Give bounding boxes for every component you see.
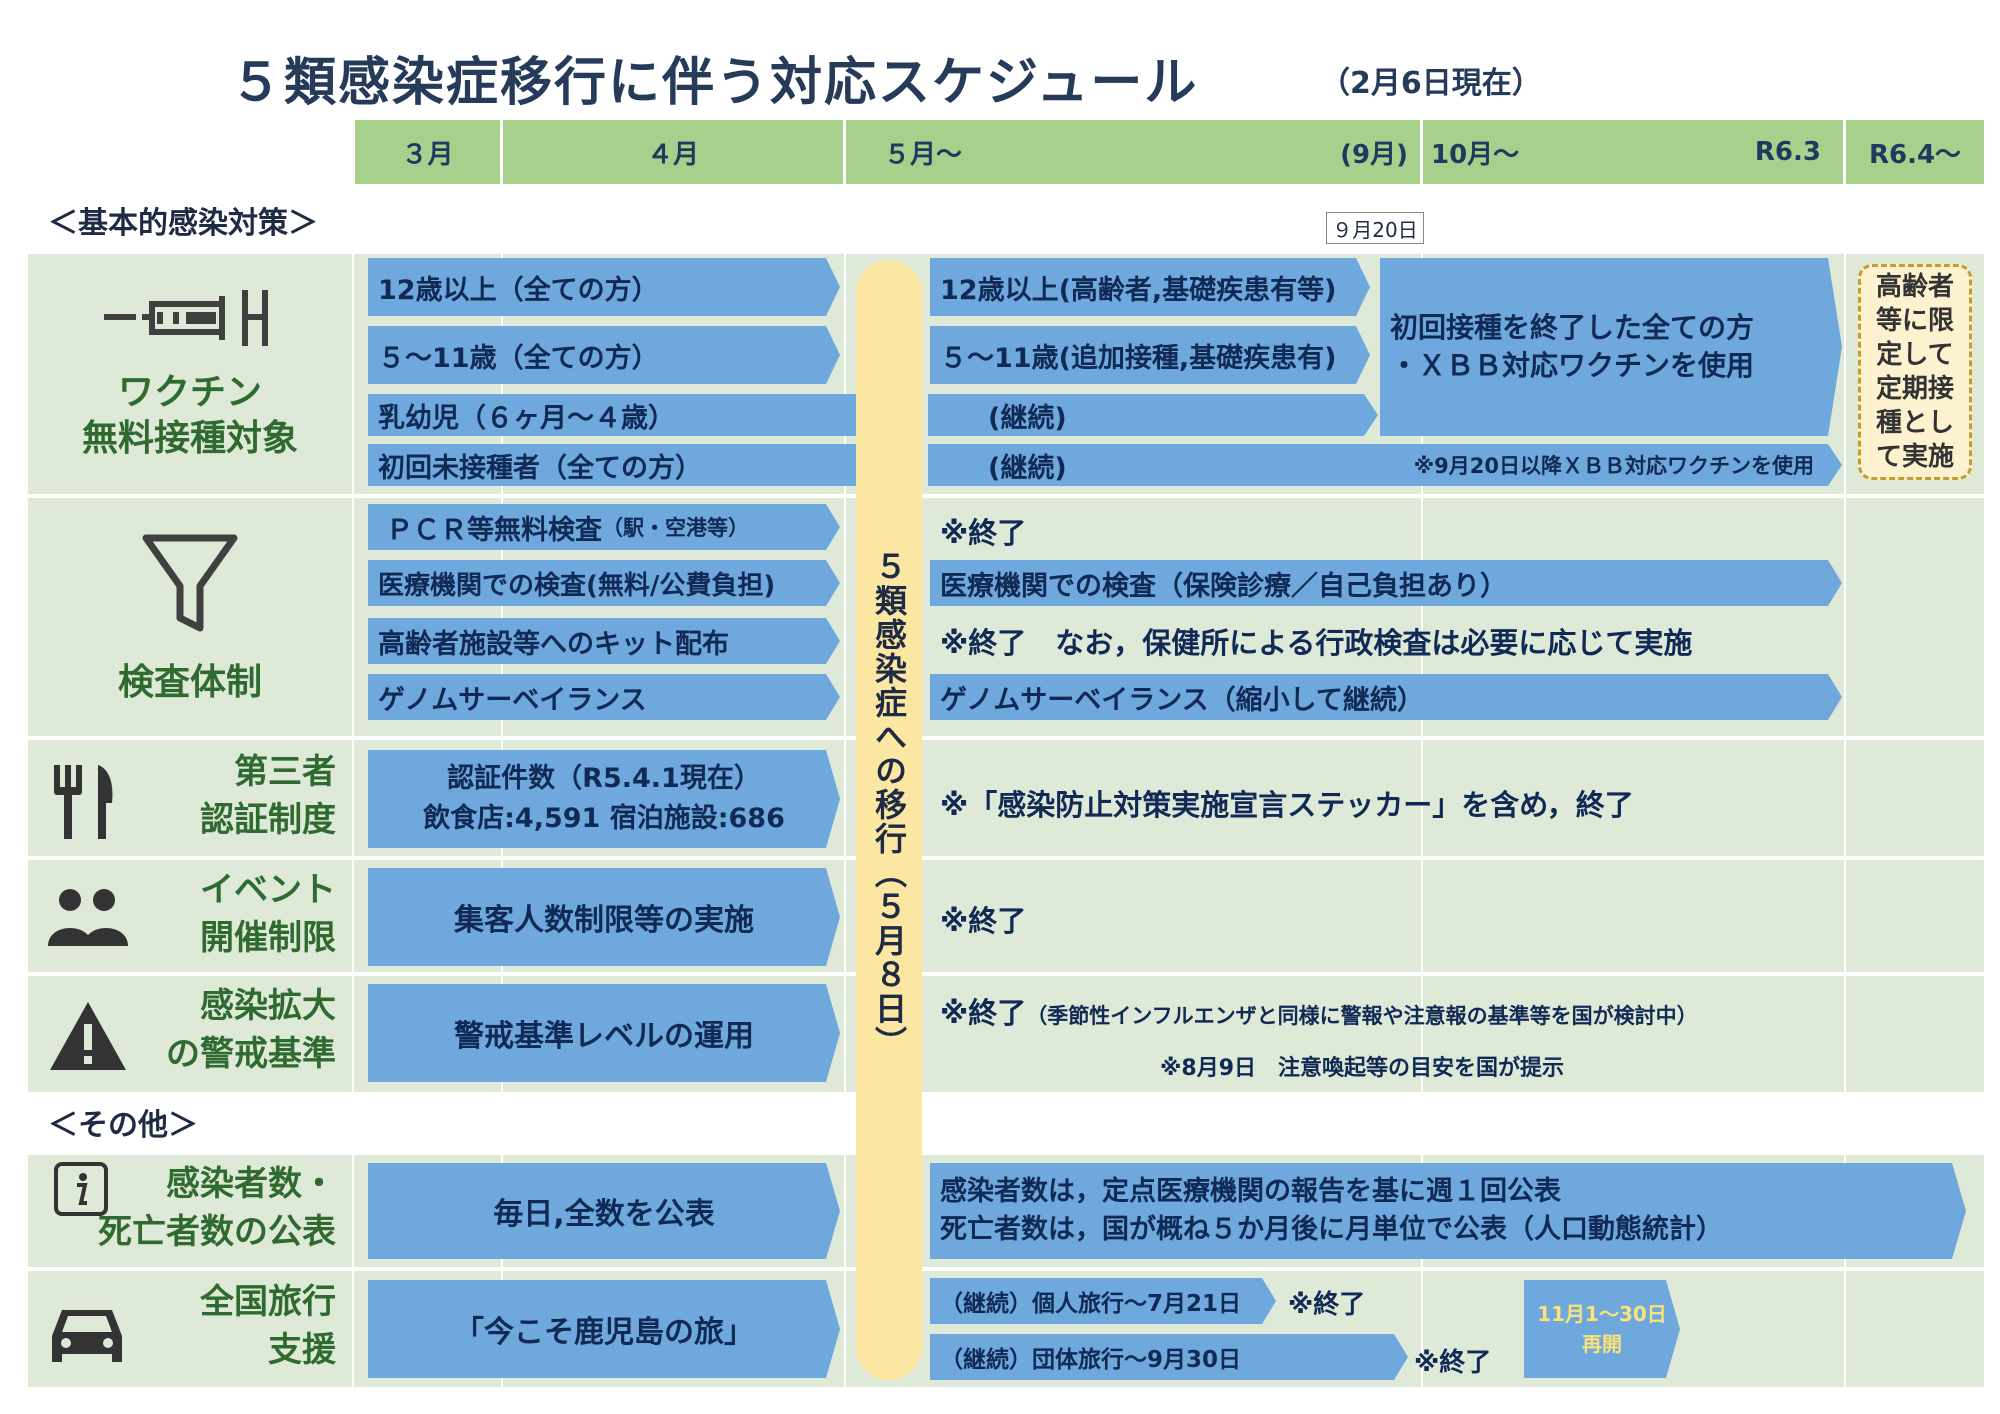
travel-after-individual: （継続）個人旅行～7月21日 — [930, 1278, 1276, 1324]
section-basic: ＜基本的感染対策＞ — [48, 206, 318, 241]
testing-bar-genome: ゲノムサーベイランス — [368, 674, 840, 720]
event-bar: 集客人数制限等の実施 — [368, 868, 840, 966]
publication-after-line2: 死亡者数は，国が概ね５か月後に月単位で公表（人口動態統計） — [940, 1214, 1723, 1245]
warning-icon — [46, 998, 130, 1074]
publication-cat-line2: 死亡者数の公表 — [98, 1212, 336, 1252]
testing-after-genome: ゲノムサーベイランス（縮小して継続） — [930, 674, 1842, 720]
grid-line — [1844, 254, 1846, 1387]
vaccine-after-unvaccinated-label: (継続) — [988, 452, 1067, 484]
testing-pcr-sub: （駅・空港等） — [602, 516, 749, 540]
vaccine-bar-unvaccinated: 初回未接種者（全ての方） — [368, 444, 858, 486]
alert-category: 感染拡大 の警戒基準 — [130, 982, 336, 1078]
utensils-icon — [46, 762, 126, 840]
vaccine-oct-line2: ・ＸＢＢ対応ワクチンを使用 — [1390, 349, 1755, 382]
row-event — [28, 860, 1984, 972]
alert-after-ended: ※終了 — [940, 996, 1027, 1030]
vaccine-bar-12plus: 12歳以上（全ての方） — [368, 258, 840, 316]
funnel-icon — [138, 532, 242, 636]
vaccine-bar-5to11: ５～11歳（全ての方） — [368, 326, 840, 384]
publication-after: 感染者数は，定点医療機関の報告を基に週１回公表 死亡者数は，国が概ね５か月後に月… — [930, 1163, 1966, 1259]
sep20-label: ９月20日 — [1326, 212, 1424, 244]
alert-after-detail: （季節性インフルエンザと同様に警報や注意報の基準等を国が検討中） — [1026, 1004, 1698, 1028]
car-icon — [46, 1300, 128, 1372]
travel-restart-label: 再開 — [1582, 1332, 1622, 1356]
testing-after-kits: ※終了 なお，保健所による行政検査は必要に応じて実施 — [940, 626, 1693, 660]
travel-restart-dates: 11月1～30日 — [1537, 1302, 1667, 1326]
travel-restart: 11月1～30日 再開 — [1524, 1280, 1680, 1378]
event-after: ※終了 — [940, 904, 1027, 938]
cert-count-values: 飲食店:4,591 宿泊施設:686 — [423, 803, 785, 834]
testing-category: 検査体制 — [117, 662, 262, 703]
event-cat-line2: 開催制限 — [200, 918, 336, 958]
cert-cat-line2: 認証制度 — [200, 800, 336, 840]
publication-cat-line1: 感染者数・ — [166, 1164, 336, 1204]
travel-after-group: （継続）団体旅行～9月30日 — [930, 1334, 1408, 1380]
info-icon — [52, 1160, 110, 1218]
alert-after-line1: ※終了（季節性インフルエンザと同様に警報や注意報の基準等を国が検討中） — [940, 990, 1698, 1032]
testing-bar-kits: 高齢者施設等へのキット配布 — [368, 618, 840, 664]
alert-cat-line1: 感染拡大 — [200, 986, 336, 1026]
testing-after-pcr: ※終了 — [940, 516, 1027, 550]
grid-line — [352, 254, 354, 1387]
alert-after-line2: ※8月9日 注意喚起等の目安を国が提示 — [1160, 1056, 1565, 1081]
header-r64: R6.4～ — [1846, 120, 1984, 184]
vaccine-bar-infant: 乳幼児（６ヶ月～４歳） — [368, 394, 858, 436]
row-cert — [28, 740, 1984, 856]
row-alert — [28, 976, 1984, 1092]
travel-category: 全国旅行 支援 — [130, 1278, 336, 1374]
syringe-icon — [100, 282, 280, 352]
header-oct: 10月～ R6.3 — [1423, 120, 1843, 184]
vaccine-after-unvaccinated: (継続) ※9月20日以降ＸＢＢ対応ワクチンを使用 — [928, 444, 1842, 486]
vaccine-oct-line1: 初回接種を終了した全ての方 — [1390, 311, 1755, 344]
publication-bar: 毎日,全数を公表 — [368, 1163, 840, 1259]
vaccine-after-5to11: ５～11歳(追加接種,基礎疾患有) — [930, 326, 1370, 384]
page-subtitle: （2月6日現在） — [1320, 66, 1542, 101]
testing-bar-pcr: ＰＣＲ等無料検査 （駅・空港等） — [368, 504, 840, 550]
publication-category: 感染者数・ 死亡者数の公表 — [48, 1160, 336, 1256]
transition-label: ５類感染症への移行（５月８日） — [870, 550, 908, 1060]
cert-cat-line1: 第三者 — [234, 752, 336, 792]
publication-after-line1: 感染者数は，定点医療機関の報告を基に週１回公表 — [940, 1176, 1561, 1207]
people-icon — [46, 884, 130, 950]
vaccine-cat-line2: 無料接種対象 — [81, 418, 298, 459]
cert-count-title: 認証件数（R5.4.1現在） — [447, 763, 761, 794]
header-oct-label: 10月～ — [1431, 139, 1520, 170]
travel-cat-line2: 支援 — [268, 1330, 336, 1370]
header-sep-label: (9月) — [1340, 139, 1408, 170]
transition-pillar: ５類感染症への移行（５月８日） — [856, 260, 922, 1380]
header-may: ５月～ (9月) — [846, 120, 1420, 184]
cert-category: 第三者 認証制度 — [130, 748, 336, 844]
testing-pcr-label: ＰＣＲ等無料検査 — [386, 514, 602, 546]
alert-cat-line2: の警戒基準 — [166, 1034, 336, 1074]
alert-bar: 警戒基準レベルの運用 — [368, 984, 840, 1082]
testing-bar-medical: 医療機関での検査(無料/公費負担) — [368, 560, 840, 606]
event-category: イベント 開催制限 — [130, 866, 336, 962]
header-r63-label: R6.3 — [1754, 137, 1821, 167]
event-cat-line1: イベント — [200, 870, 336, 910]
travel-cat-line1: 全国旅行 — [200, 1282, 336, 1322]
grid-line — [844, 254, 846, 1387]
vaccine-r64-note: 高齢者等に限定して定期接種として実施 — [1858, 264, 1972, 480]
grid-line — [1421, 254, 1423, 1387]
cert-bar: 認証件数（R5.4.1現在） 飲食店:4,591 宿泊施設:686 — [368, 750, 840, 848]
travel-bar: 「今こそ鹿児島の旅」 — [368, 1280, 840, 1378]
travel-after-group-end: ※終了 — [1414, 1348, 1492, 1378]
vaccine-after-12plus: 12歳以上(高齢者,基礎疾患有等) — [930, 258, 1370, 316]
page-title: ５類感染症移行に伴う対応スケジュール — [230, 53, 1199, 113]
cert-after: ※「感染防止対策実施宣言ステッカー」を含め，終了 — [940, 788, 1634, 822]
header-may-label: ５月～ — [884, 139, 963, 170]
testing-after-medical: 医療機関での検査（保険診療／自己負担あり） — [930, 560, 1842, 606]
travel-after-individual-end: ※終了 — [1288, 1290, 1366, 1320]
header-march: ３月 — [355, 120, 500, 184]
vaccine-oct-box: 初回接種を終了した全ての方 ・ＸＢＢ対応ワクチンを使用 — [1380, 258, 1842, 436]
vaccine-after-infant: (継続) — [928, 394, 1378, 436]
section-other: ＜その他＞ — [48, 1108, 198, 1143]
vaccine-xbb-note: ※9月20日以降ＸＢＢ対応ワクチンを使用 — [1413, 454, 1814, 478]
header-april: ４月 — [503, 120, 843, 184]
vaccine-cat-line1: ワクチン — [117, 372, 262, 413]
vaccine-category: ワクチン 無料接種対象 — [40, 370, 340, 462]
